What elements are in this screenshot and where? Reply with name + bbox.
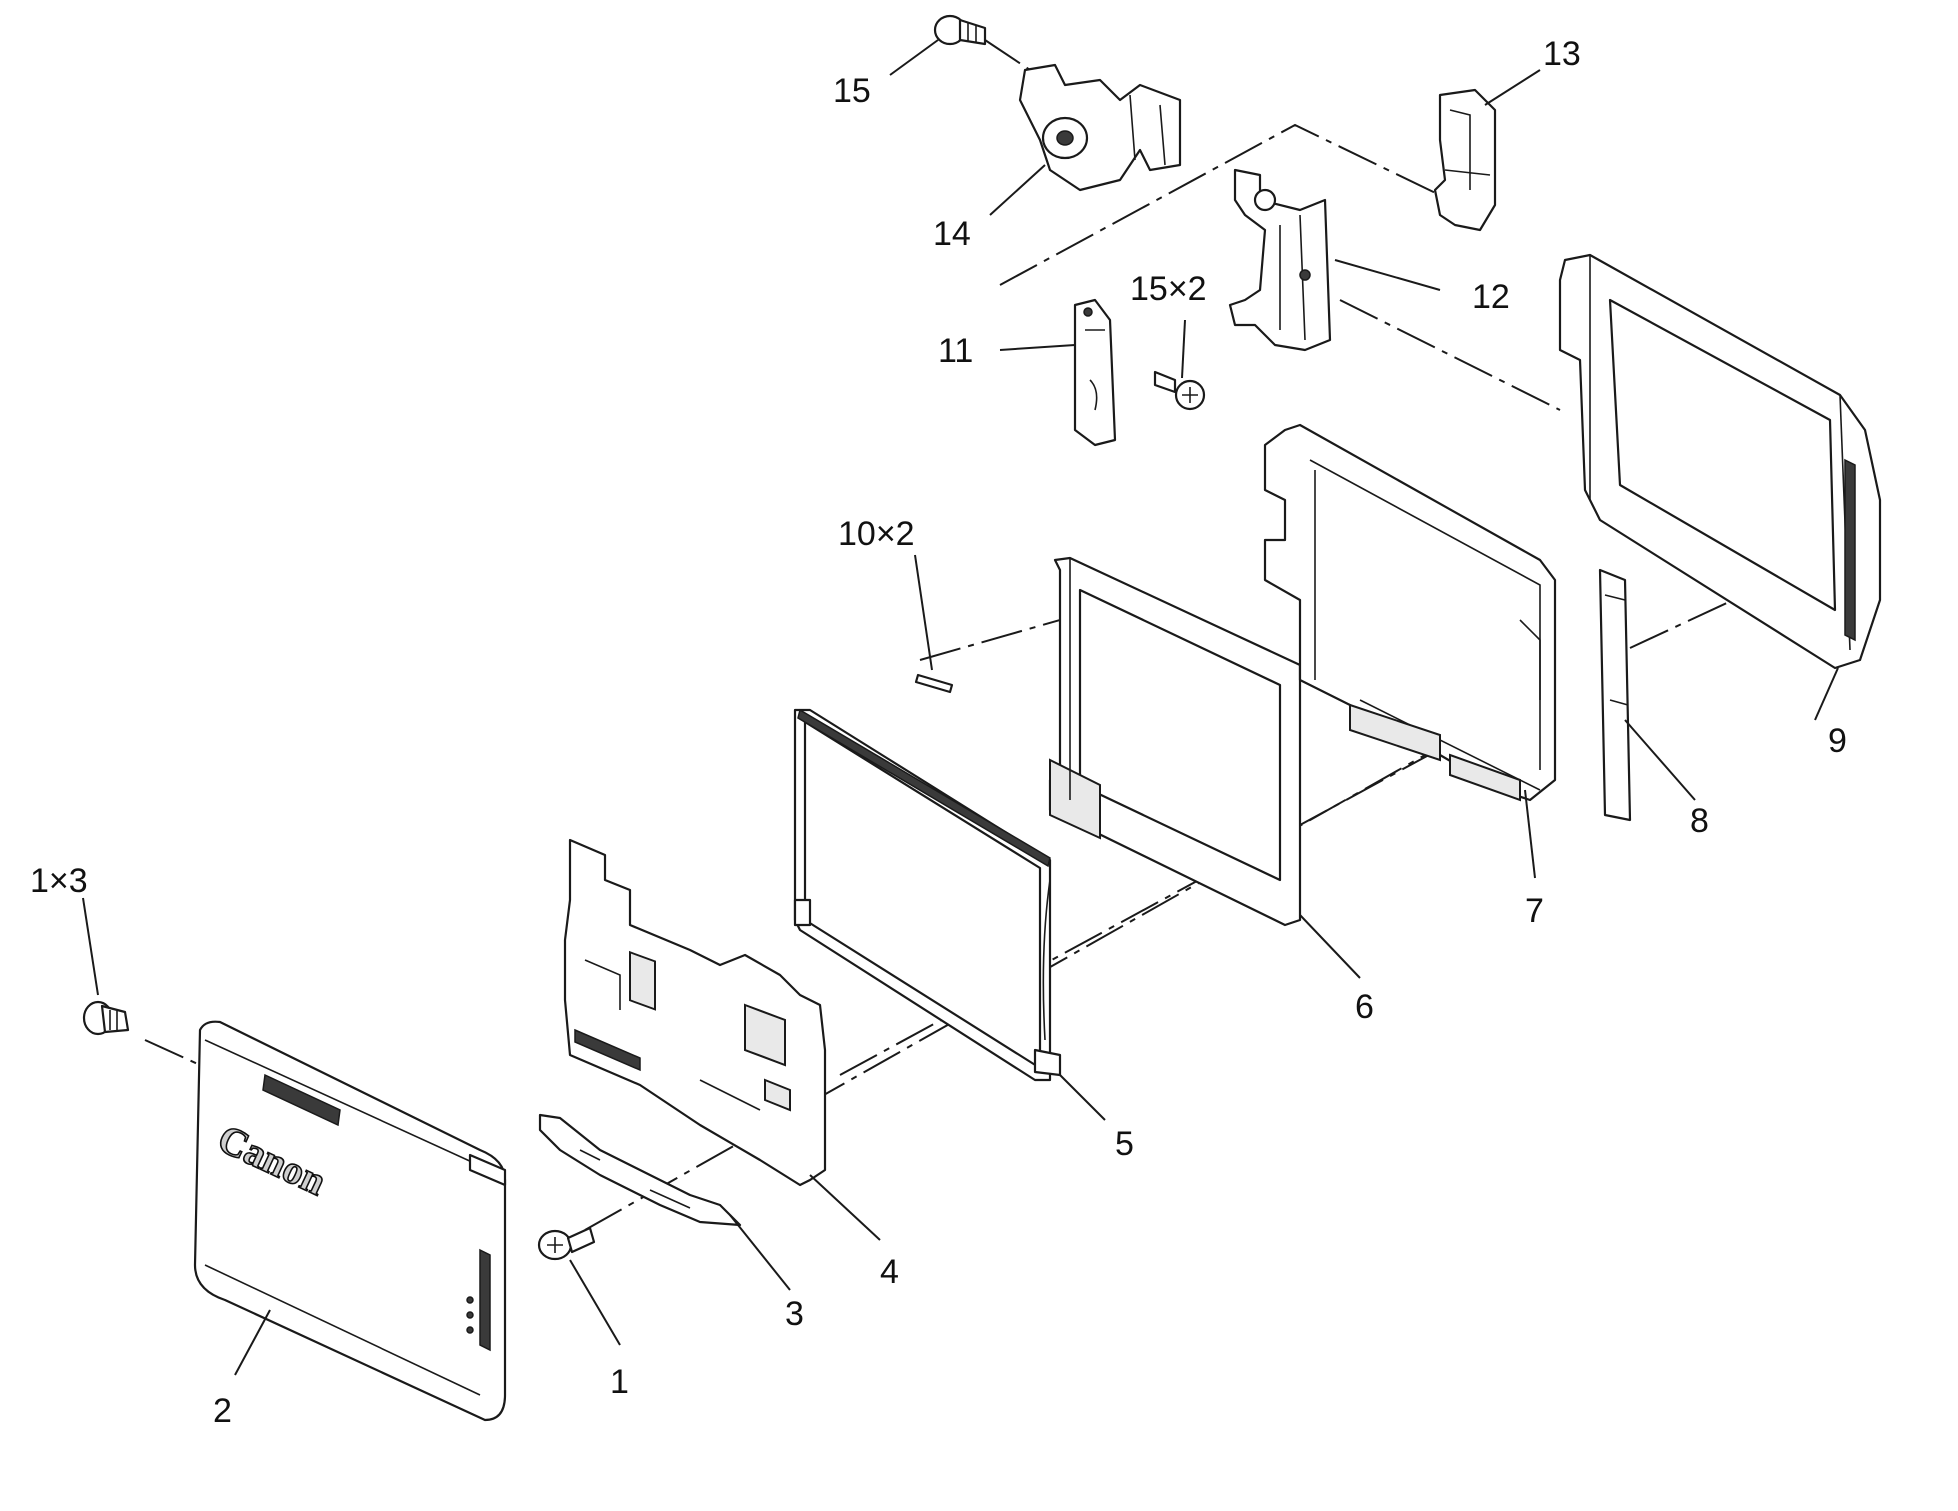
callout-9: 9 xyxy=(1828,722,1847,760)
part-2-front-cover: Canon xyxy=(193,1020,507,1422)
callout-13: 13 xyxy=(1543,35,1581,73)
callout-labels: 1×3 1 2 3 4 5 6 7 8 9 10×2 11 12 13 14 1… xyxy=(30,35,1847,1430)
callout-4: 4 xyxy=(880,1253,899,1291)
callout-15: 15 xyxy=(833,72,871,110)
part-10x2-tab xyxy=(914,673,954,694)
callout-3: 3 xyxy=(785,1295,804,1333)
part-3-bracket xyxy=(538,1113,742,1227)
assembly-lines xyxy=(144,39,1831,1231)
part-14-mechanism xyxy=(1018,63,1182,192)
callout-14: 14 xyxy=(933,215,971,253)
callout-15x2: 15×2 xyxy=(1130,270,1207,308)
callout-10x2: 10×2 xyxy=(838,515,915,553)
callout-8: 8 xyxy=(1690,802,1709,840)
callout-12: 12 xyxy=(1472,278,1510,316)
part-15-screw xyxy=(933,14,987,46)
part-8-flex-strip xyxy=(1598,568,1632,822)
callout-6: 6 xyxy=(1355,988,1374,1026)
callout-1x3: 1×3 xyxy=(30,862,88,900)
part-12-hinge-assembly xyxy=(1228,168,1332,352)
callout-11: 11 xyxy=(938,332,973,370)
callout-2: 2 xyxy=(213,1392,232,1430)
part-13-hinge-cover xyxy=(1433,88,1497,232)
part-4-circuit-board xyxy=(563,838,827,1187)
callout-1: 1 xyxy=(610,1363,629,1401)
part-7-chassis xyxy=(1263,423,1557,802)
part-1x3-screw xyxy=(82,1000,130,1036)
part-9-rear-housing xyxy=(1558,253,1882,670)
part-11-hinge-bracket xyxy=(1073,298,1117,447)
leader-lines xyxy=(82,39,1839,1376)
callout-7: 7 xyxy=(1525,892,1544,930)
part-15x2-screw xyxy=(1153,370,1206,411)
part-1-screw xyxy=(537,1226,596,1261)
part-5-lcd-panel xyxy=(793,708,1062,1082)
part-6-lcd-frame xyxy=(1048,556,1302,927)
callout-5: 5 xyxy=(1115,1125,1134,1163)
